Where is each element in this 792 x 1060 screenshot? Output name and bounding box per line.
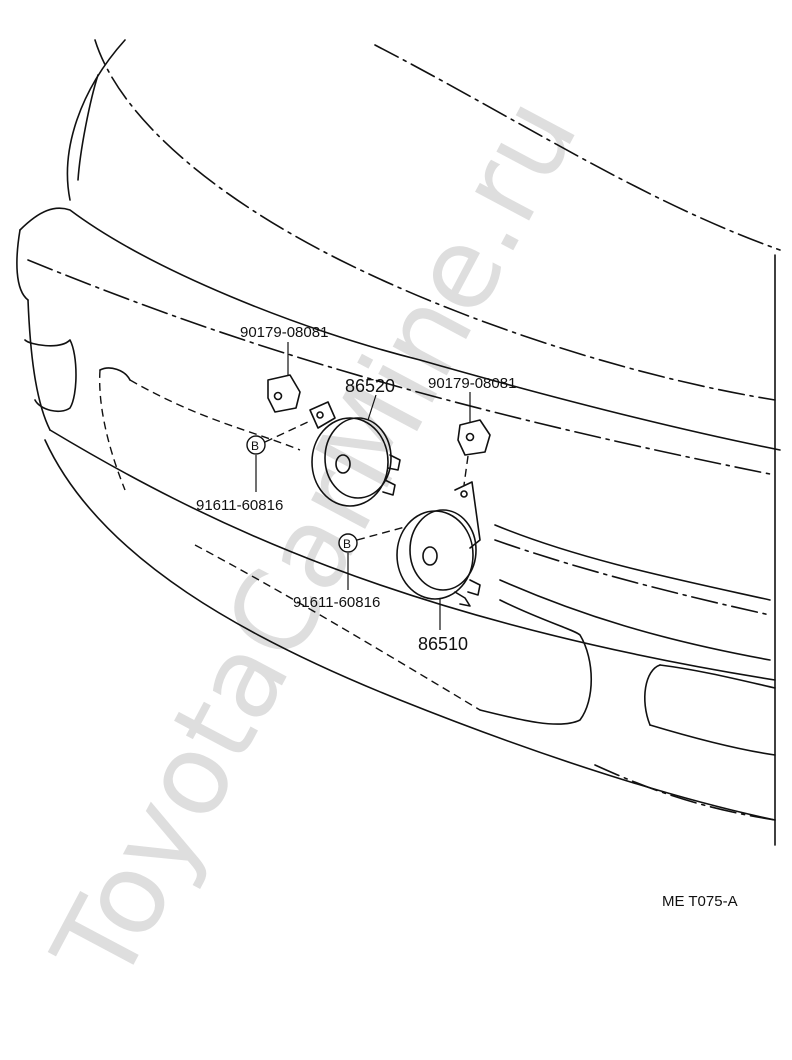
- part-number-clip-left: 90179-08081: [240, 324, 328, 341]
- bolt-marker-left-letter: B: [251, 439, 259, 453]
- figure-code: ME T075-A: [662, 893, 738, 910]
- horn-low-part: [396, 481, 481, 607]
- part-number-horn-high: 86520: [345, 376, 395, 396]
- bolt-marker-left: [246, 435, 266, 455]
- bolt-marker-right: [338, 533, 358, 553]
- vehicle-body-outline: [16, 39, 781, 846]
- part-number-clip-right: 90179-08081: [428, 375, 516, 392]
- bolt-line-left: [264, 419, 313, 443]
- watermark: ToyotaCarMine.ru: [29, 78, 604, 1004]
- leader-horn-high: [367, 394, 377, 421]
- part-number-bolt-left: 91611-60816: [196, 497, 283, 514]
- bolt-marker-right-letter: B: [343, 537, 351, 551]
- part-number-bolt-right: 91611-60816: [293, 594, 380, 611]
- clip-right-part: [457, 419, 491, 456]
- clip-left-part: [267, 374, 301, 413]
- horn-high-part: [309, 401, 401, 507]
- part-number-horn-low: 86510: [418, 634, 468, 654]
- bolt-line-right: [356, 526, 406, 541]
- clip-to-horn-line: [463, 455, 469, 486]
